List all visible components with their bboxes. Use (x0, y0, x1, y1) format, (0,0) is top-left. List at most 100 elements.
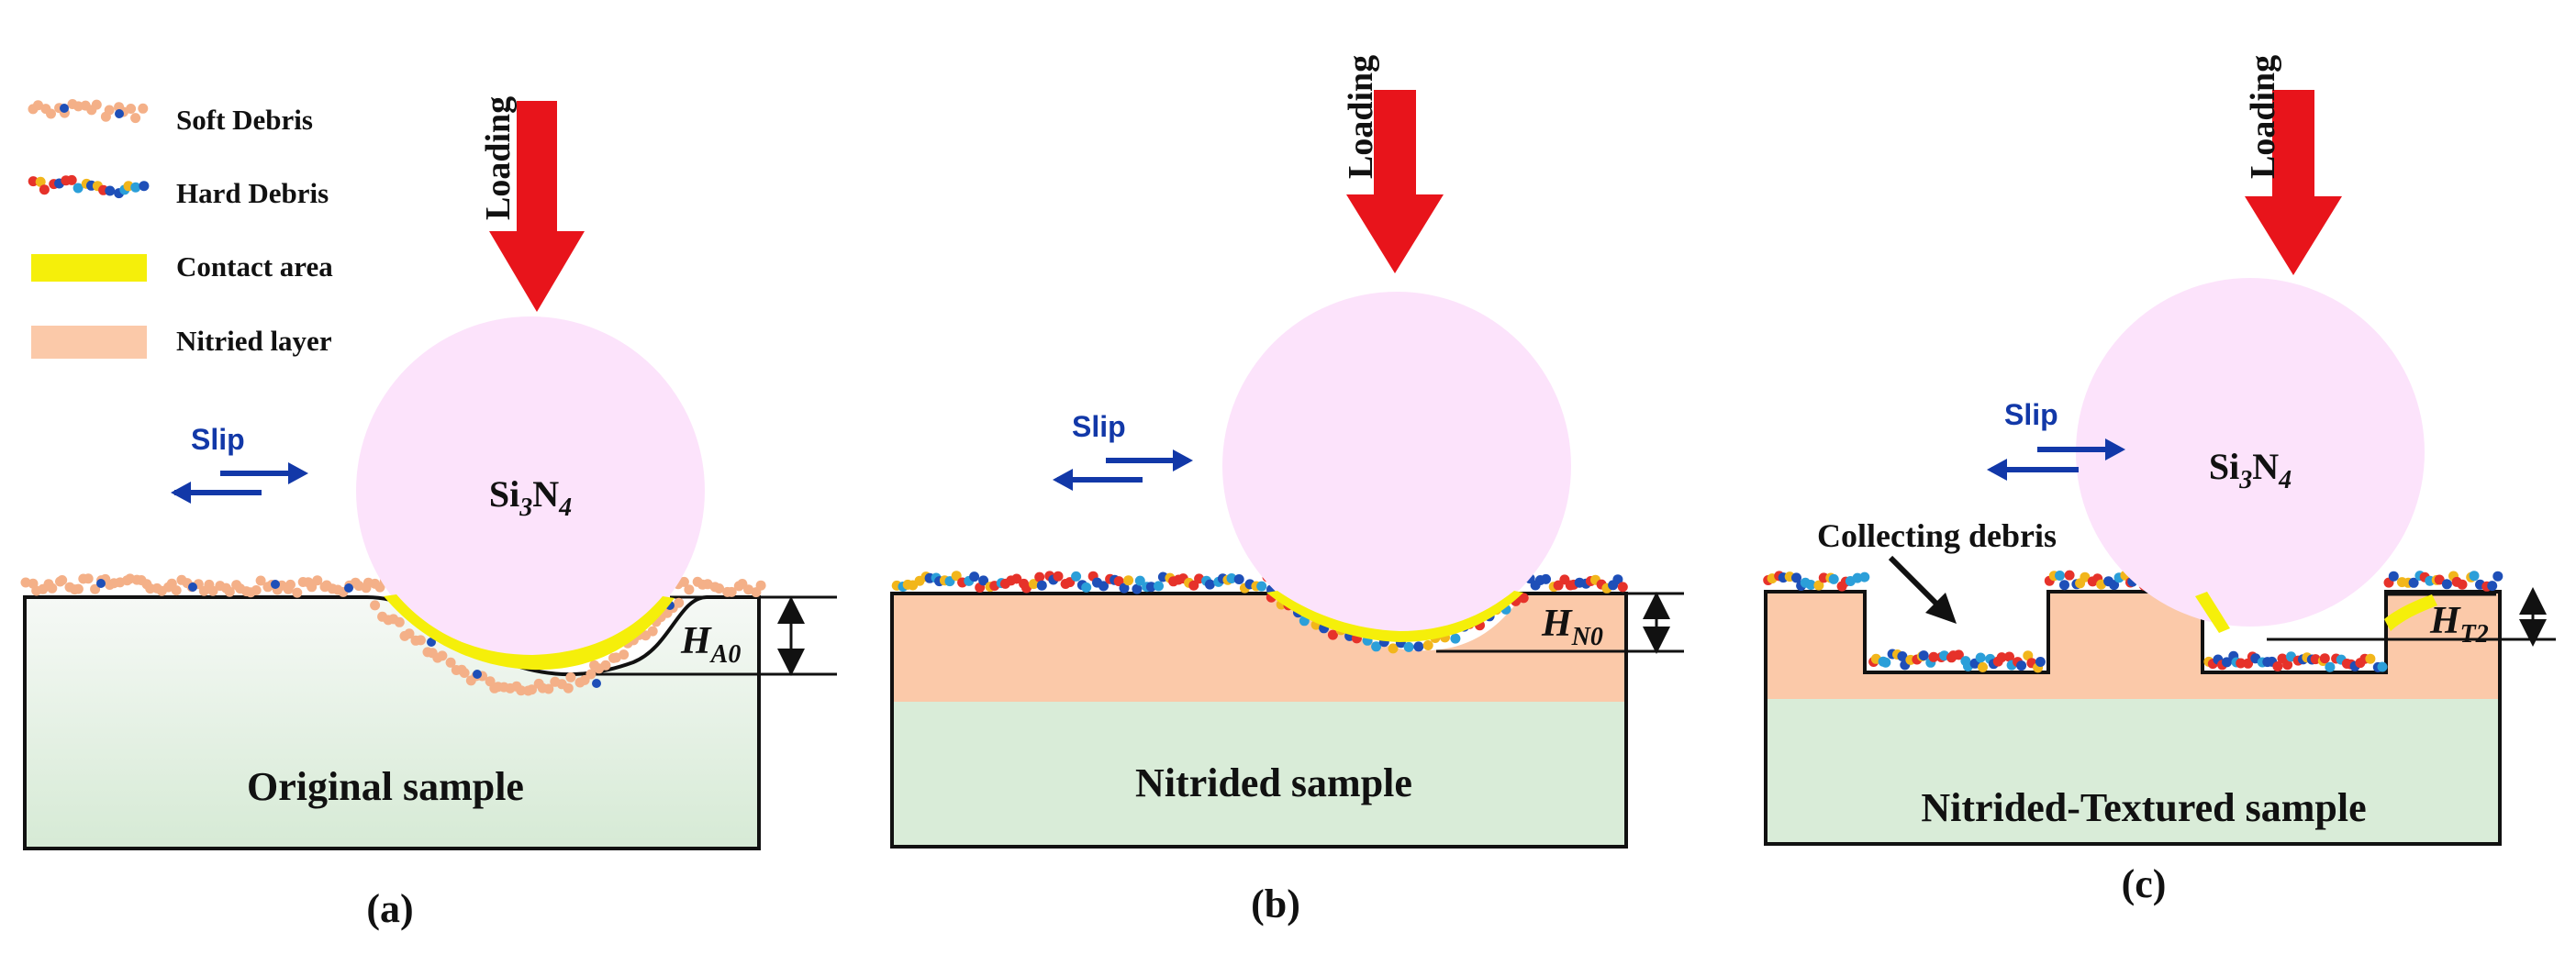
hard-debris-particle (1071, 571, 1082, 582)
hard-debris-layer-b (891, 571, 1628, 654)
hard-debris-particle (2377, 661, 2388, 672)
hard-debris-particle (1233, 574, 1244, 584)
down-arrow-icon (489, 101, 585, 312)
soft-debris-particle (459, 668, 470, 678)
hard-debris-particle (1119, 582, 1130, 593)
soft-debris-particle (91, 99, 102, 110)
soft-debris-particle (207, 585, 218, 596)
si3n4-ball-c (2076, 278, 2425, 627)
sample-label-b: Nitrided sample (1135, 760, 1412, 805)
soft-debris-particle (33, 100, 43, 111)
hard-debris-particle (1154, 581, 1164, 592)
hard-debris-particle (1204, 579, 1215, 590)
double-arrow-icon (171, 462, 308, 504)
hard-debris-particle (1791, 572, 1801, 583)
soft-debris-legend-icon (28, 99, 149, 124)
hard-debris-particle (1617, 582, 1628, 593)
hard-debris-particle (2035, 657, 2046, 667)
down-arrow-icon (1346, 90, 1444, 273)
hard-debris-particle (1011, 573, 1022, 584)
panel-a: Si3N4 Loading Slip HA0 Original sample (… (20, 96, 837, 931)
double-arrow-icon (1987, 438, 2125, 481)
hard-debris-particle (1928, 651, 1939, 662)
height-label-c: HT2 (2429, 600, 2489, 649)
hard-debris-particle (2080, 571, 2091, 582)
soft-debris-particle (527, 684, 537, 695)
sample-label-a: Original sample (247, 764, 524, 809)
hard-debris-particle (1081, 582, 1092, 593)
soft-debris-particle (394, 616, 405, 627)
hard-debris-particle (1813, 580, 1824, 591)
contact-area-swatch (31, 254, 147, 282)
soft-debris-particle (585, 669, 597, 680)
hard-debris-particle (1134, 575, 1145, 586)
caption-c: (c) (2122, 861, 2167, 906)
hard-debris-particle (1053, 571, 1064, 582)
hard-debris-particle (2365, 653, 2376, 664)
soft-debris-particle (726, 586, 737, 597)
soft-debris-particle (543, 683, 554, 694)
hard-debris-particle (969, 571, 980, 582)
legend-nitried-layer: Nitried layer (176, 325, 332, 357)
soft-debris-particle (126, 104, 137, 114)
soft-debris-particle (678, 576, 689, 587)
nitried-layer-swatch (31, 326, 147, 359)
hard-debris-particle (2408, 577, 2419, 588)
soft-debris-particle (285, 579, 296, 590)
contact-area-c-left (2195, 592, 2230, 633)
panel-b: Loading Slip HN0 Nitrided sample (b) (890, 55, 1684, 926)
soft-debris-particle (72, 583, 84, 594)
soft-debris-particle (473, 670, 482, 679)
arrow-pointer-icon (1888, 555, 1957, 624)
hard-debris-particle (2469, 571, 2480, 582)
soft-debris-particle (138, 103, 149, 114)
soft-debris-particle (516, 685, 527, 696)
soft-debris-particle (130, 113, 141, 124)
hard-debris-particle (1918, 650, 1929, 661)
hard-debris-particle (2457, 579, 2468, 590)
ball-label-c: Si3N4 (2209, 446, 2292, 494)
soft-debris-particle (57, 575, 68, 585)
contact-area-c-right (2384, 594, 2437, 631)
hard-debris-particle (2109, 580, 2120, 591)
soft-debris-particle (437, 650, 448, 661)
hard-debris-particle (1034, 571, 1045, 582)
hard-debris-particle (2282, 660, 2293, 671)
hard-debris-particle (139, 181, 150, 192)
contact-area-a (384, 594, 675, 671)
hard-debris-particle (1612, 574, 1623, 585)
soft-debris-particle (592, 679, 601, 688)
soft-debris-particle (344, 583, 353, 593)
slip-label-c: Slip (2004, 398, 2058, 431)
hard-debris-particle (2236, 658, 2247, 669)
hard-debris-particle (1859, 571, 1870, 582)
soft-debris-particle (96, 579, 106, 588)
hard-debris-particle (1541, 573, 1551, 584)
soft-debris-particle (445, 657, 456, 668)
soft-debris-particle (188, 582, 197, 592)
hard-debris-particle (1098, 581, 1109, 592)
hard-debris-particle (2487, 581, 2498, 592)
nitrided-substrate (892, 702, 1626, 847)
legend-contact-area: Contact area (176, 250, 333, 283)
hard-debris-particle (2441, 579, 2452, 590)
soft-debris-particle (115, 109, 124, 118)
soft-debris-particle (370, 600, 381, 611)
loading-label-a: Loading (479, 96, 518, 220)
hard-debris-particle (28, 176, 39, 187)
double-arrow-icon (1053, 449, 1193, 491)
soft-debris-particle (610, 652, 621, 663)
down-arrow-icon (2245, 90, 2342, 275)
height-label-b: HN0 (1541, 603, 1603, 651)
hard-debris-particle (2222, 657, 2232, 668)
legend-soft-debris: Soft Debris (176, 104, 313, 136)
hard-debris-particle (35, 176, 46, 187)
hard-debris-particle (1388, 643, 1399, 654)
hard-debris-particle (2016, 660, 2027, 671)
sample-frame-b (890, 592, 1628, 849)
soft-debris-particle (90, 583, 101, 594)
loading-label-b: Loading (1342, 55, 1380, 179)
hard-debris-particle (1123, 575, 1134, 586)
collecting-debris-label: Collecting debris (1817, 517, 2057, 554)
hard-debris-particle (1132, 583, 1143, 594)
